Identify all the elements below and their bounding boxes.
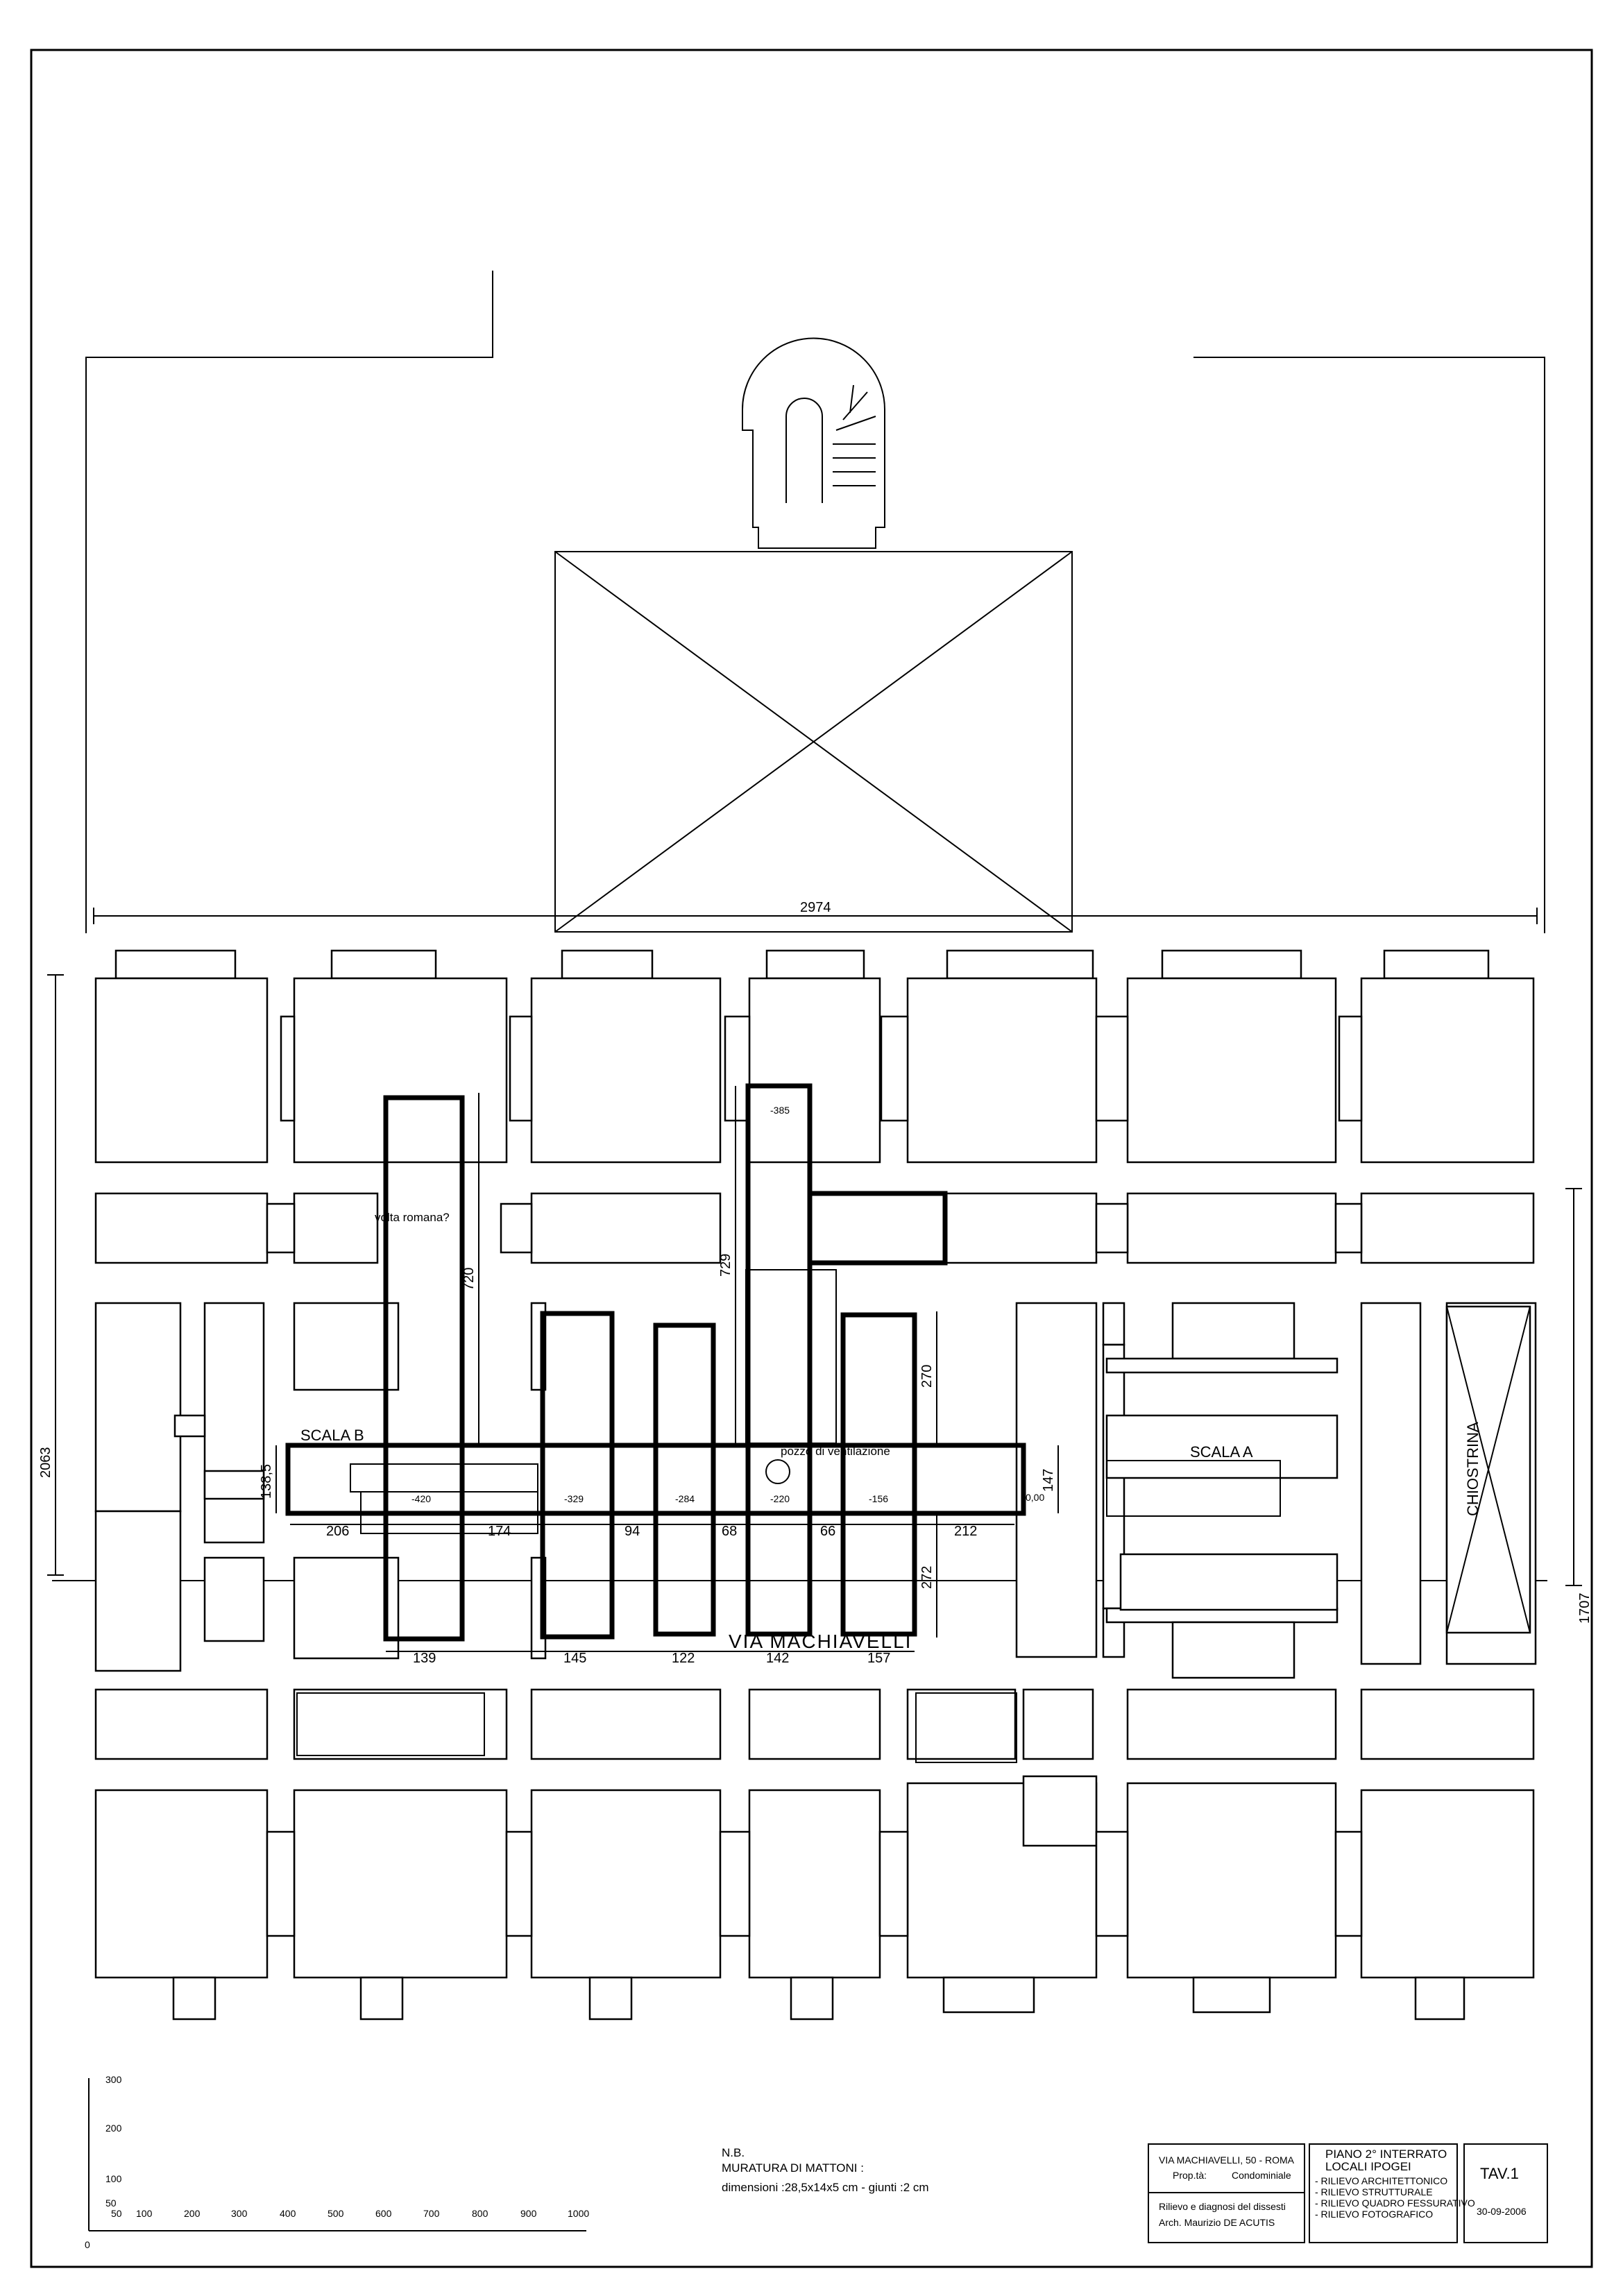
level-329: -329: [564, 1493, 584, 1504]
level-000: 0,00: [1026, 1492, 1044, 1503]
tb-owner-label: Prop.tà:: [1173, 2170, 1207, 2181]
title-block: VIA MACHIAVELLI, 50 - ROMA Prop.tà: Cond…: [1148, 2143, 1548, 2243]
note-nb: N.B.: [722, 2146, 745, 2159]
tb-plan-title-1: PIANO 2° INTERRATO: [1325, 2148, 1447, 2161]
scale-h-1000: 1000: [568, 2208, 589, 2219]
level-284: -284: [675, 1493, 695, 1504]
scale-bar: 300 200 100 50 0 50 100 200 300 400 500 …: [85, 2074, 589, 2250]
scale-h-700: 700: [423, 2208, 440, 2219]
scale-v-100: 100: [105, 2173, 122, 2184]
scale-v-200: 200: [105, 2123, 122, 2134]
scale-h-100: 100: [136, 2208, 153, 2219]
ventilation-well: [765, 1459, 790, 1484]
scale-h-300: 300: [231, 2208, 248, 2219]
level-420: -420: [411, 1493, 431, 1504]
label-chiostrina: CHIOSTRINA: [1464, 1422, 1481, 1516]
tb-plan-title-2: LOCALI IPOGEI: [1325, 2160, 1411, 2173]
dim-68: 68: [722, 1524, 737, 1539]
dim-157: 157: [867, 1651, 890, 1666]
note-title: MURATURA DI MATTONI :: [722, 2161, 864, 2175]
dim-height-right: 1707: [1577, 1593, 1592, 1624]
dim-1385: 138,5: [259, 1464, 274, 1499]
upper-building-outline: 2974: [85, 271, 1545, 933]
tb-owner: Condominiale: [1232, 2170, 1291, 2181]
dim-145: 145: [563, 1651, 586, 1666]
stairs: [296, 1269, 1281, 1763]
dim-122: 122: [672, 1651, 695, 1666]
dim-height-left: 2063: [38, 1447, 53, 1479]
tb-item-2: - RILIEVO STRUTTURALE: [1315, 2186, 1433, 2197]
tb-item-3: - RILIEVO QUADRO FESSURATIVO: [1315, 2197, 1475, 2209]
dim-720: 720: [461, 1268, 477, 1291]
scale-v-50: 50: [105, 2197, 117, 2209]
sheet-border: [30, 49, 1593, 2268]
tb-sheet: TAV.1: [1480, 2165, 1519, 2182]
street-name-label: VIA MACHIAVELLI: [729, 1631, 912, 1652]
scale-h-900: 900: [520, 2208, 537, 2219]
dim-147: 147: [1041, 1469, 1056, 1492]
dim-174: 174: [488, 1524, 511, 1539]
label-scala-a: SCALA A: [1190, 1443, 1253, 1461]
room-labels: SCALA B SCALA A volta romana? pozzo di v…: [300, 1211, 1253, 1461]
tb-address: VIA MACHIAVELLI, 50 - ROMA: [1159, 2154, 1295, 2166]
scale-h-600: 600: [375, 2208, 392, 2219]
dim-142: 142: [766, 1651, 789, 1666]
hypogea-vaults: [285, 1083, 1026, 1642]
tb-item-4: - RILIEVO FOTOGRAFICO: [1315, 2209, 1433, 2220]
internal-dimensions: 720 729 270 272 147 138,5 206 174 94 68 …: [259, 1086, 1059, 1666]
dim-729: 729: [718, 1254, 733, 1277]
level-marks: -385 -420 -329 -284 -220 -156 0,00: [411, 1105, 1044, 1504]
dim-270: 270: [919, 1365, 935, 1388]
note-dims: dimensioni :28,5x14x5 cm - giunti :2 cm: [722, 2181, 929, 2194]
level-156: -156: [869, 1493, 888, 1504]
dim-139: 139: [413, 1651, 436, 1666]
level-220: -220: [770, 1493, 790, 1504]
scale-h-0: 0: [85, 2239, 90, 2250]
dim-212: 212: [954, 1524, 977, 1539]
dim-272: 272: [919, 1566, 935, 1589]
label-volta: volta romana?: [375, 1211, 450, 1224]
masonry-note: N.B. MURATURA DI MATTONI : dimensioni :2…: [722, 2146, 929, 2194]
chiostrina-box: CHIOSTRINA: [1445, 1305, 1531, 1634]
tb-date: 30-09-2006: [1477, 2206, 1527, 2217]
dim-66: 66: [820, 1524, 835, 1539]
tb-architect: Arch. Maurizio DE ACUTIS: [1159, 2217, 1275, 2228]
scale-h-500: 500: [328, 2208, 344, 2219]
tb-item-1: - RILIEVO ARCHITETTONICO: [1315, 2175, 1447, 2186]
wall-piers: [94, 949, 1537, 2021]
scale-h-200: 200: [184, 2208, 201, 2219]
scale-v-300: 300: [105, 2074, 122, 2085]
scale-h-400: 400: [280, 2208, 296, 2219]
scale-h-800: 800: [472, 2208, 488, 2219]
dim-width-top: 2974: [800, 900, 831, 915]
dim-94: 94: [624, 1524, 640, 1539]
dim-206: 206: [326, 1524, 349, 1539]
level-385: -385: [770, 1105, 790, 1116]
label-scala-b: SCALA B: [300, 1427, 364, 1444]
label-pozzo: pozzo di ventilazione: [781, 1445, 890, 1458]
scale-h-50: 50: [111, 2208, 122, 2219]
tb-desc: Rilievo e diagnosi del dissesti: [1159, 2201, 1286, 2212]
